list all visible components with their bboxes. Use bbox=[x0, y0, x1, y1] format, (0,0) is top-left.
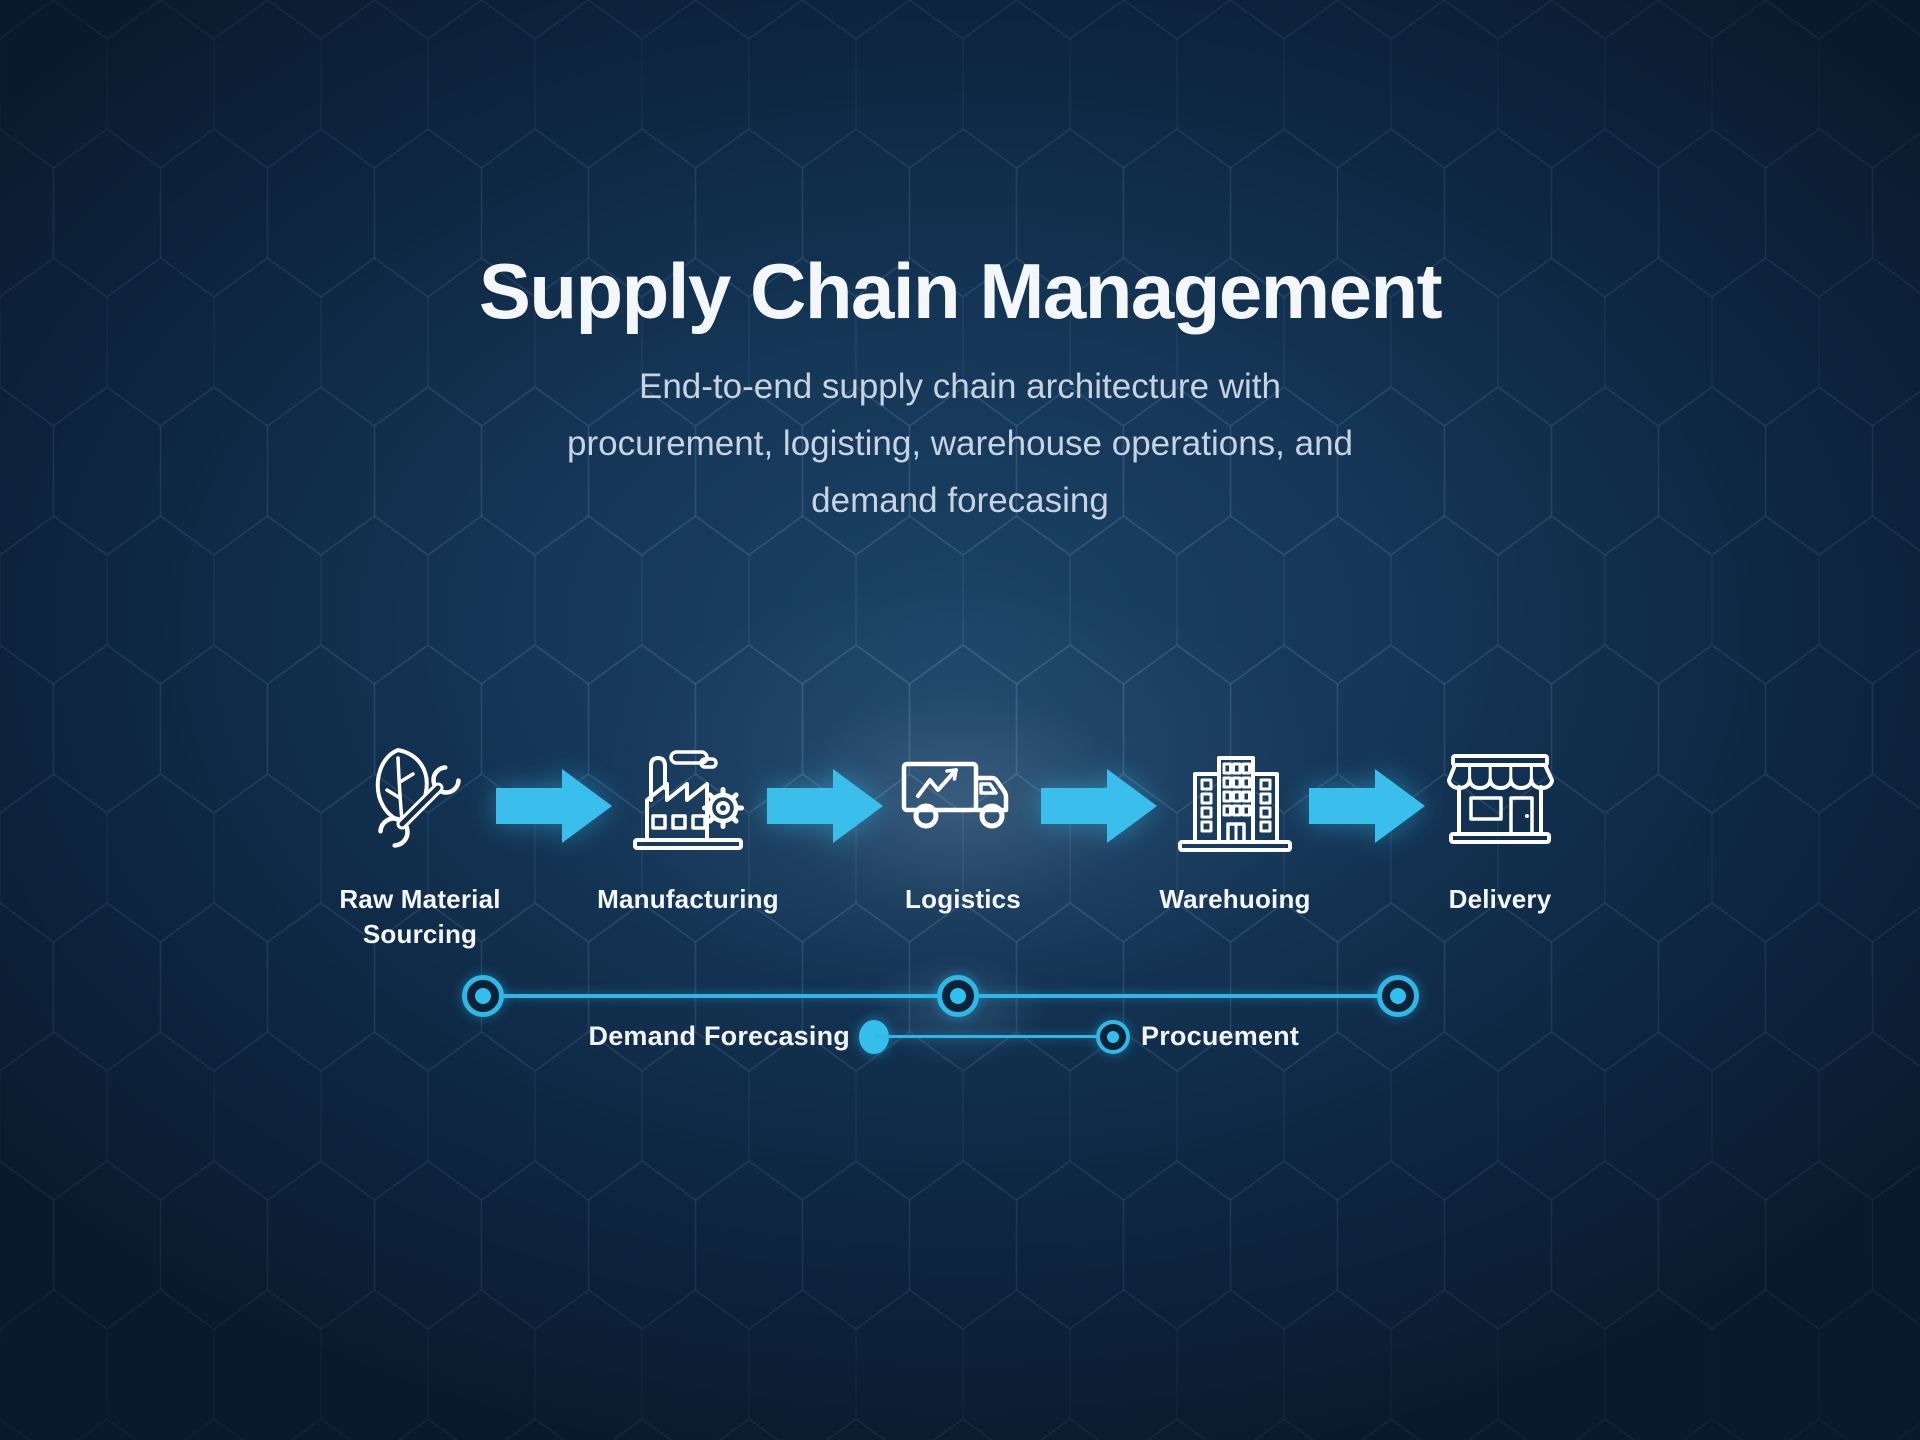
procurement-node bbox=[1096, 1020, 1130, 1054]
flow-arrow-icon bbox=[1041, 769, 1157, 843]
storefront-icon bbox=[1447, 754, 1554, 844]
timeline-sub-line bbox=[875, 1035, 1113, 1038]
stage-label: Logistics bbox=[905, 884, 1021, 914]
subtitle-line: procurement, logisting, warehouse operat… bbox=[566, 424, 1354, 463]
stage-label: Delivery bbox=[1448, 884, 1552, 914]
flow-stage-logistics: Logistics bbox=[848, 740, 1078, 917]
flow-arrow-icon bbox=[496, 769, 612, 843]
leaf-wrench-icon bbox=[375, 748, 461, 848]
factory-gear-icon bbox=[633, 750, 744, 850]
timeline-label-demand-forecasting: Demand Forecasing bbox=[588, 1021, 850, 1051]
flow-stage-warehousing: Warehuoing bbox=[1120, 740, 1350, 917]
flow-arrow-icon bbox=[1309, 769, 1425, 843]
stage-label: Raw Material Sourcing bbox=[339, 884, 501, 950]
delivery-truck-icon bbox=[901, 761, 1009, 829]
warehouse-building-icon bbox=[1178, 756, 1292, 852]
flow-stage-manufacturing: Manufacturing bbox=[573, 740, 803, 917]
page-title: Supply Chain Management bbox=[478, 247, 1443, 335]
timeline-node-middle bbox=[937, 975, 979, 1017]
timeline-node-dot bbox=[1390, 988, 1406, 1004]
timeline-node-dot bbox=[950, 988, 966, 1004]
timeline-node-dot bbox=[475, 988, 491, 1004]
timeline-node-end bbox=[1377, 975, 1419, 1017]
stage-label: Manufacturing bbox=[597, 884, 779, 914]
flow-stage-raw-material: Raw Material Sourcing bbox=[305, 740, 535, 952]
flow-stage-delivery: Delivery bbox=[1385, 740, 1615, 917]
timeline-node-dot bbox=[1107, 1031, 1119, 1043]
subtitle-line: demand forecasing bbox=[811, 481, 1109, 520]
stage-label: Warehuoing bbox=[1159, 884, 1311, 914]
page-subtitle: End-to-end supply chain architecture wit… bbox=[0, 358, 1920, 529]
timeline-label-procurement: Procuement bbox=[1141, 1021, 1300, 1051]
flow-arrow-icon bbox=[767, 769, 883, 843]
subtitle-line: End-to-end supply chain architecture wit… bbox=[638, 367, 1281, 406]
timeline-node-start bbox=[462, 975, 504, 1017]
